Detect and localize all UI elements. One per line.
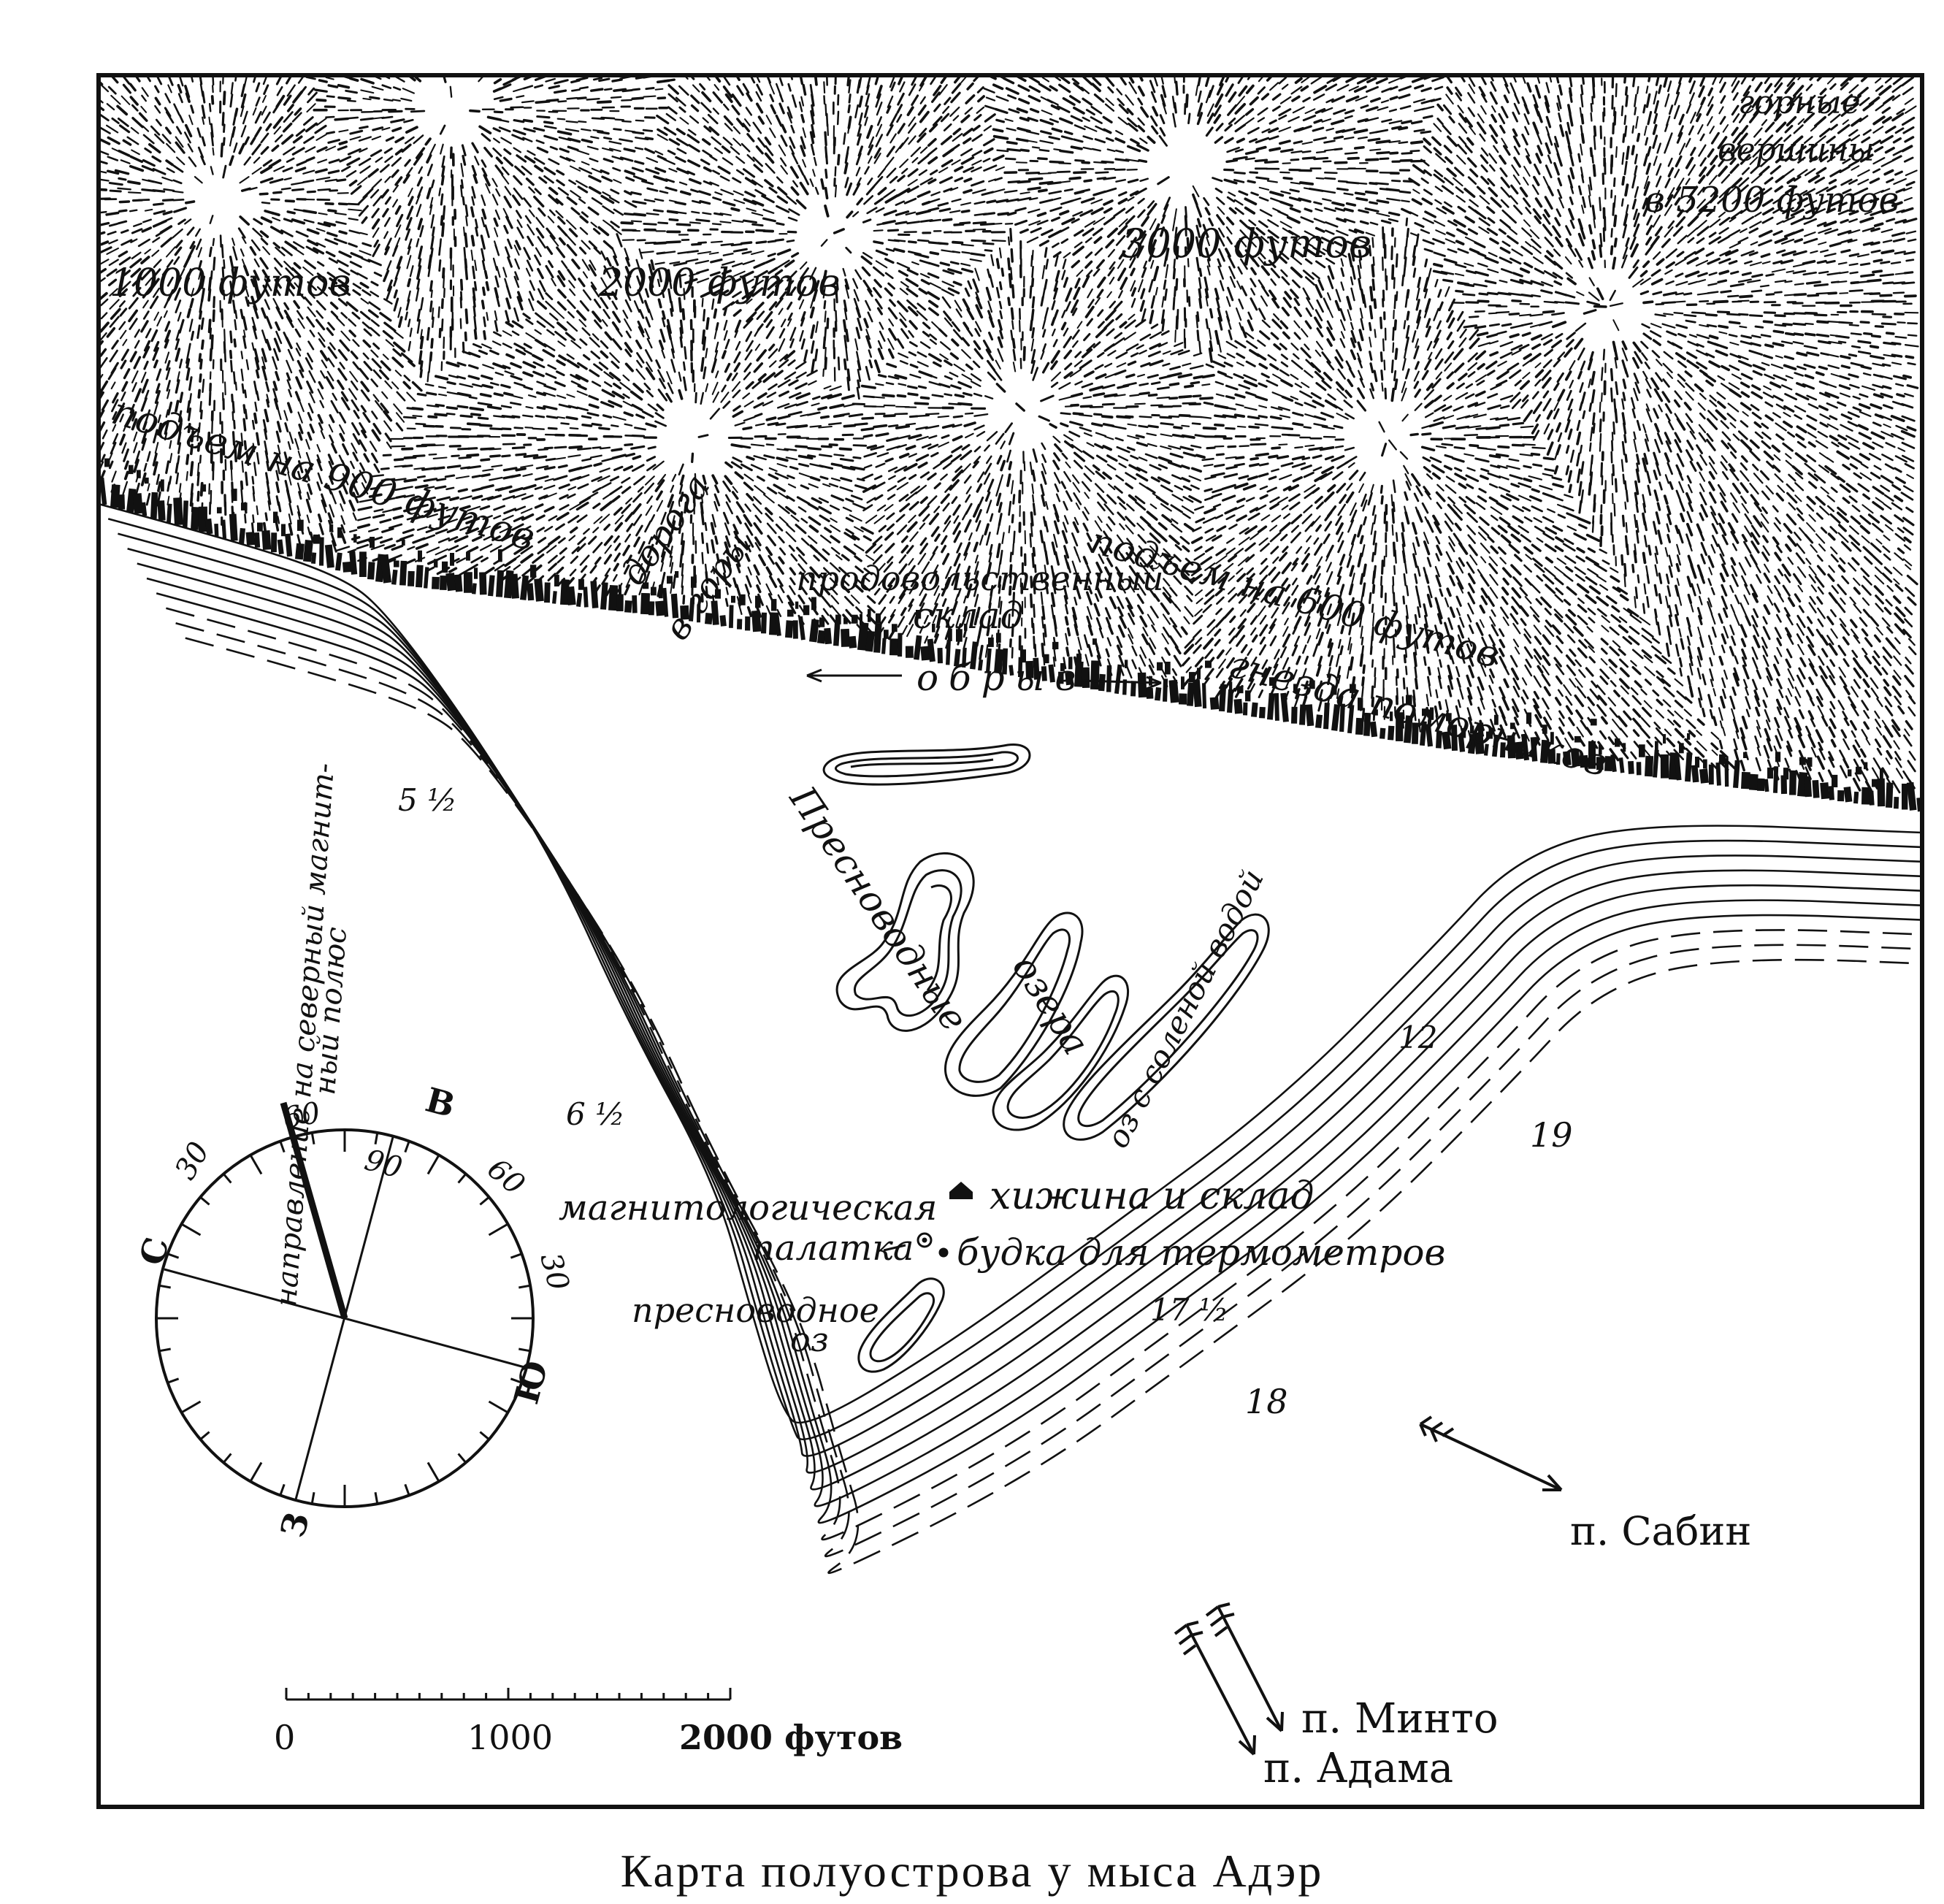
arrow-minto — [1205, 1602, 1284, 1732]
thermometer-label: будка для термометров — [957, 1231, 1446, 1274]
hut-label: хижина и склад — [990, 1174, 1314, 1218]
fresh-lake-top — [822, 743, 1031, 786]
minto-label: п. Минто — [1301, 1695, 1499, 1743]
tent-pointer — [883, 1232, 949, 1258]
magnetic-needle — [280, 1101, 348, 1320]
depth-18: 18 — [1245, 1382, 1288, 1421]
map-frame — [96, 73, 1924, 1809]
map-caption: Карта полуострова у мыса Адэр — [620, 1845, 1324, 1897]
cliff-label: обрыв — [916, 657, 1086, 699]
depth-12: 12 — [1398, 1020, 1437, 1055]
fresh-lake-label-2: оз — [790, 1320, 829, 1359]
scale-1000: 1000 — [467, 1718, 553, 1757]
cliff-escarpment — [99, 458, 1922, 812]
peaks-label-2: вершины — [1718, 131, 1875, 169]
depth-19: 19 — [1530, 1115, 1573, 1155]
altitude-2000: 2000 футов — [598, 261, 841, 305]
altitude-1000: 1000 футов — [110, 261, 351, 305]
scale-2000: 2000 футов — [679, 1718, 903, 1757]
arrow-adama — [1174, 1621, 1256, 1756]
compass-ticks — [156, 1130, 533, 1507]
cliff-arrow — [806, 668, 1162, 690]
altitude-3000: 3000 футов — [1121, 221, 1371, 267]
lakes — [822, 743, 1270, 1373]
magnetic-tent-label-2: палатка — [752, 1228, 914, 1269]
compass-tick-90: 90 — [361, 1143, 405, 1185]
fresh-lake-long-b — [992, 974, 1129, 1131]
fresh-lake-long-a — [944, 911, 1084, 1097]
depth-6-half: 6 ½ — [566, 1096, 625, 1132]
compass-east: В — [421, 1079, 459, 1125]
salt-lake — [1063, 913, 1270, 1141]
fresh-lake-small — [857, 1277, 945, 1373]
adama-label: п. Адама — [1263, 1745, 1453, 1792]
depth-17-half: 17 ½ — [1150, 1292, 1229, 1328]
mountain-hachure — [99, 75, 1919, 794]
fresh-lakes-label: Пресноводные — [781, 778, 976, 1039]
food-depot-label-2: склад — [913, 594, 1023, 637]
sabin-label: п. Сабин — [1570, 1508, 1751, 1554]
peaks-label: горные — [1738, 84, 1861, 121]
peaks-label-3: в 5200 футов — [1645, 180, 1899, 221]
magnetic-tent-label: магнитологическая — [559, 1188, 937, 1228]
scale-bar — [285, 1688, 732, 1701]
compass-tick-30a: 30 — [169, 1136, 216, 1185]
bathymetric-contours — [99, 502, 1922, 1575]
hut-symbol — [949, 1182, 973, 1199]
fresh-lake-middle — [835, 852, 975, 1032]
scale-0: 0 — [274, 1718, 295, 1757]
fresh-lake-label: пресноводное — [632, 1291, 879, 1330]
compass-west: З — [272, 1508, 317, 1542]
depth-5-half: 5 ½ — [398, 782, 457, 818]
compass-tick-60a: 60 — [280, 1096, 323, 1136]
food-depot-label: продовольственный — [796, 559, 1163, 598]
compass-rose: С В Ю З 30 60 90 60 30 направление на се… — [131, 762, 575, 1542]
compass-north: С — [131, 1233, 177, 1269]
compass-tick-30b: 30 — [533, 1250, 575, 1294]
arrow-sabin — [1419, 1415, 1563, 1491]
